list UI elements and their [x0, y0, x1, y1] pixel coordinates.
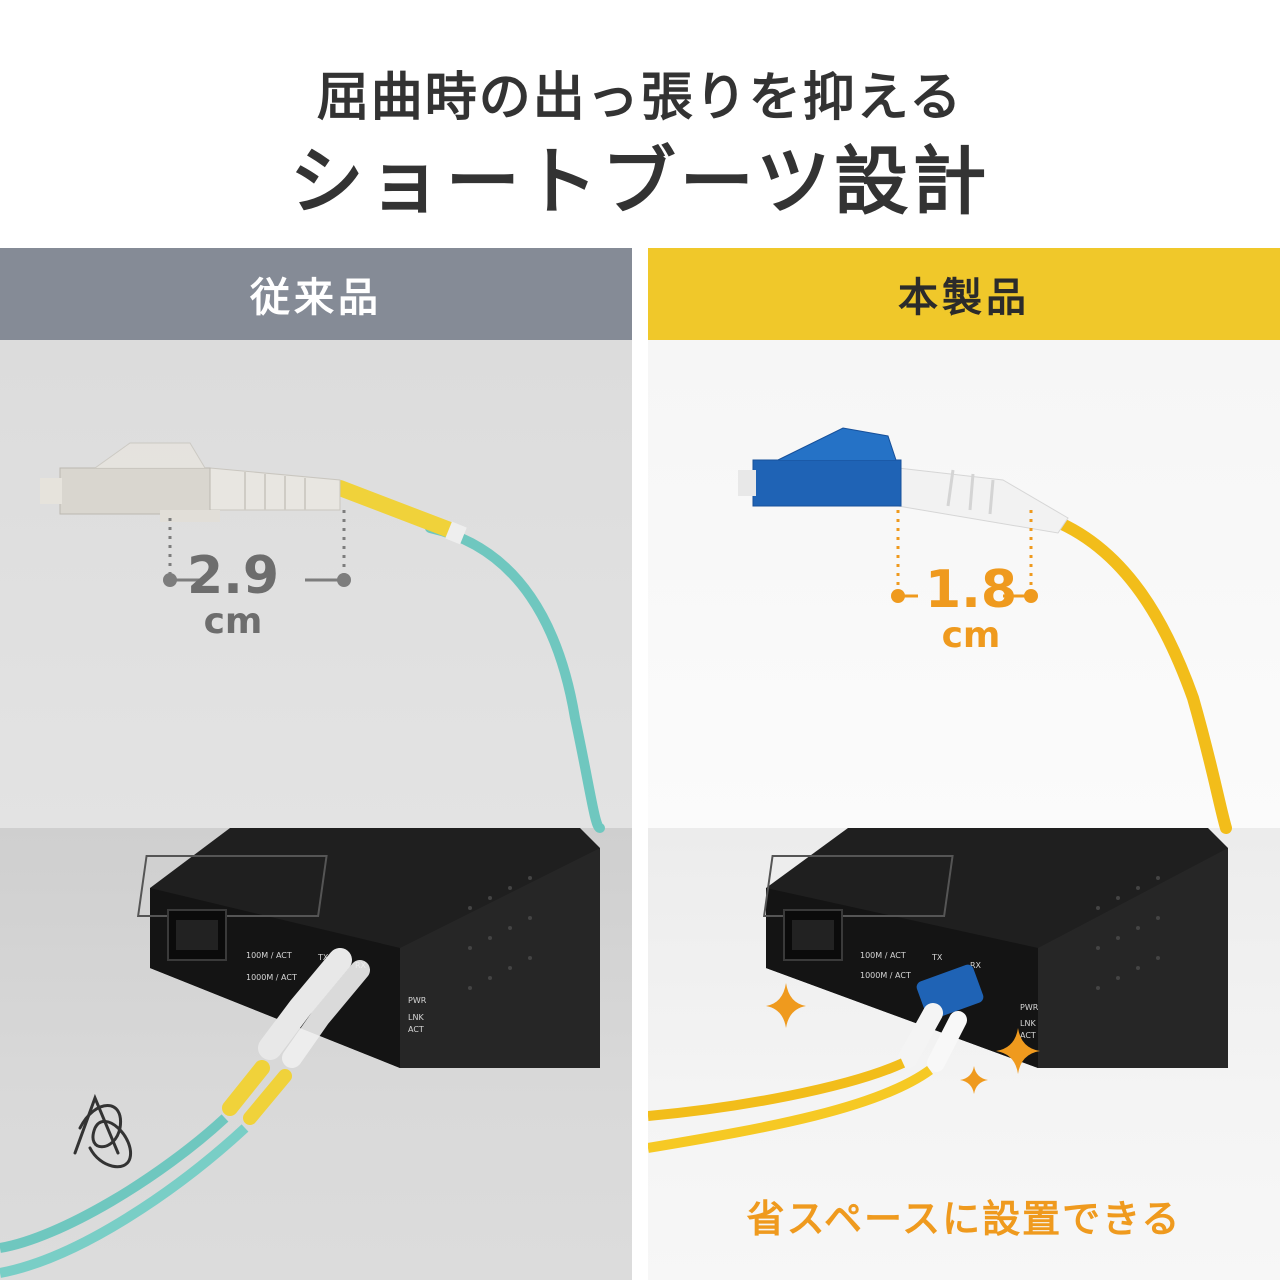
lnk-label: LNK — [1020, 1019, 1036, 1028]
conventional-illustration: 100M / ACT 1000M / ACT TX RX PWR LNK ACT — [0, 442, 605, 1278]
product-connector-photo — [648, 340, 1280, 828]
pwr-label: PWR — [1020, 1003, 1039, 1012]
tx-label: TX — [317, 953, 329, 962]
lnk-label: LNK — [408, 1013, 424, 1022]
product-illustration: 100M / ACT 1000M / ACT TX RX PWR LNK ACT — [648, 427, 1232, 1153]
tangle-icon — [73, 1093, 133, 1169]
product-measurement: 1.8 cm — [911, 564, 1031, 654]
headline: 屈曲時の出っ張りを抑える ショートブーツ設計 — [0, 0, 1280, 248]
product-label: 本製品 — [648, 248, 1280, 340]
conventional-panel: 従来品 — [0, 248, 632, 1280]
headline-line1: 屈曲時の出っ張りを抑える — [316, 68, 964, 128]
port-label-2: 1000M / ACT — [246, 973, 297, 982]
product-measure-unit: cm — [941, 615, 1001, 656]
product-measure-value: 1.8 — [924, 560, 1018, 620]
act-label: ACT — [1020, 1031, 1036, 1040]
product-panel: 本製品 100M / ACT 1000M / ACT — [648, 248, 1280, 1280]
sparkle-icon — [766, 983, 1040, 1094]
port-label-1: 100M / ACT — [860, 951, 906, 960]
product-tagline: 省スペースに設置できる — [746, 1197, 1182, 1241]
headline-line2: ショートブーツ設計 — [289, 139, 991, 225]
tx-label: TX — [931, 953, 943, 962]
conventional-label: 従来品 — [0, 248, 632, 340]
port-label-1: 100M / ACT — [246, 951, 292, 960]
conventional-measurement: 2.9 cm — [183, 550, 283, 640]
port-label-2: 1000M / ACT — [860, 971, 911, 980]
pwr-label: PWR — [408, 996, 427, 1005]
rx-label: RX — [970, 961, 982, 970]
conventional-measure-unit: cm — [203, 601, 263, 642]
conventional-measure-value: 2.9 — [186, 546, 280, 606]
act-label: ACT — [408, 1025, 424, 1034]
